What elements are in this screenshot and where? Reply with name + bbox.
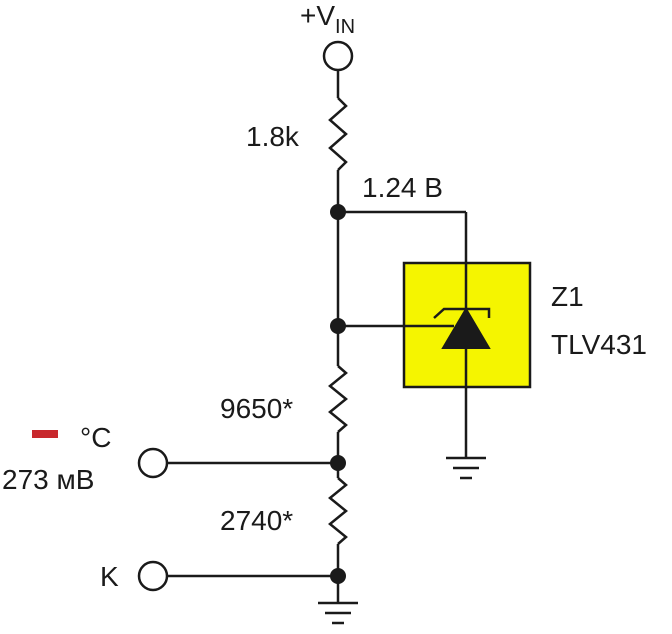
vin-terminal — [322, 40, 354, 72]
supply-label: +VIN — [300, 0, 355, 38]
kelvin-terminal — [137, 560, 169, 592]
ground-icon-ic — [446, 456, 486, 480]
ic-part-label: TLV431 — [551, 329, 647, 360]
minus-sign-icon — [32, 430, 58, 438]
resistor-9650-label: 9650* — [220, 393, 293, 424]
ground-icon-main — [318, 601, 358, 625]
celsius-voltage-label: 273 мВ — [2, 464, 94, 495]
resistor-1-8k — [328, 97, 348, 171]
resistor-9650 — [328, 365, 348, 433]
resistor-1-8k-label: 1.8k — [246, 121, 300, 152]
ic-ref-label: Z1 — [551, 281, 584, 312]
ref-voltage-label: 1.24 B — [362, 172, 443, 203]
celsius-terminal — [137, 447, 169, 479]
celsius-unit-label: °C — [80, 422, 111, 453]
resistor-2740 — [328, 477, 348, 545]
kelvin-label: K — [100, 561, 119, 592]
resistor-2740-label: 2740* — [220, 505, 293, 536]
